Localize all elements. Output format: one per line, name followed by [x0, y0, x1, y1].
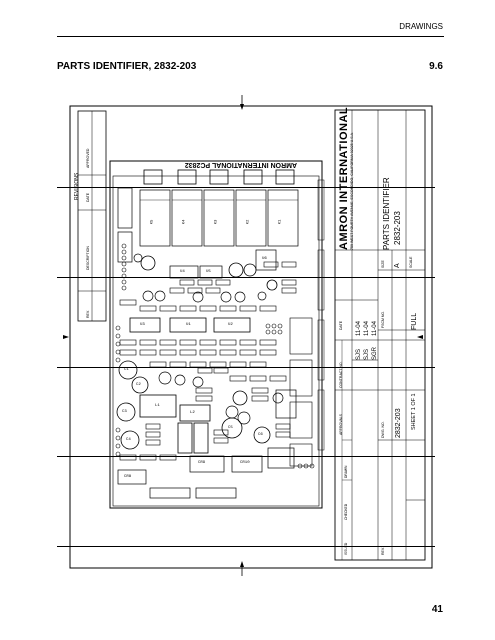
- date-label: DATE: [339, 320, 343, 330]
- component-label: K1: [278, 219, 283, 225]
- component-label: C2: [136, 383, 141, 387]
- separator-line: [57, 456, 435, 457]
- document-revision: 9.6: [429, 61, 443, 72]
- component-label: L2: [190, 411, 195, 415]
- revision-column-date: DATE: [86, 192, 90, 202]
- company-logo: AMRON INTERNATIONAL: [338, 106, 350, 250]
- fscm-label: FSCM NO.: [381, 310, 385, 328]
- center-mark-arrow: [240, 561, 244, 567]
- checked-name: SJS: [364, 348, 370, 360]
- component-label: K2: [246, 219, 251, 225]
- drawing-title: PARTS IDENTIFIER: [382, 177, 391, 250]
- component-label: U4: [180, 270, 185, 274]
- component-label: U1: [186, 323, 191, 327]
- header-rule: [57, 36, 444, 37]
- drawing-number-large: 2832-203: [393, 211, 402, 245]
- component-label: CR9: [198, 461, 206, 465]
- revision-column-rev: REV.: [86, 310, 90, 318]
- component-label: U6: [262, 257, 267, 261]
- center-mark-arrow: [63, 335, 69, 339]
- revision-column-description: DESCRIPTION: [86, 246, 90, 270]
- revisions-heading: REVISIONS: [74, 172, 80, 200]
- drawn-name: SJS: [356, 348, 362, 360]
- dwg-number-label: DWG. NO.: [381, 421, 385, 438]
- separator-line: [57, 546, 435, 547]
- component-label: U2: [228, 323, 233, 327]
- component-label: K3: [214, 219, 219, 225]
- page-title: PARTS IDENTIFIER, 2832-203: [57, 61, 197, 72]
- component-label: U5: [206, 270, 211, 274]
- scale-label: SCALE: [409, 256, 413, 268]
- checked-date: 11-04: [364, 321, 370, 336]
- size-value: A: [394, 263, 401, 268]
- scale-value: FULL: [411, 312, 418, 330]
- component-label: C5: [228, 426, 233, 430]
- sheet-value: SHEET 1 OF 1: [411, 393, 417, 430]
- separator-line: [57, 187, 435, 188]
- rev-label: REV.: [381, 547, 385, 555]
- approvals-label: APPROVALS: [339, 414, 343, 435]
- drawn-date: 11-04: [356, 321, 362, 336]
- center-mark-arrow: [240, 104, 244, 110]
- page-number: 41: [431, 604, 443, 615]
- dwg-number-value: 2832-203: [395, 408, 402, 438]
- separator-line: [57, 367, 435, 368]
- component-label: C6: [258, 433, 263, 437]
- component-label: L1: [155, 404, 160, 408]
- issued-name: SGR: [372, 346, 378, 360]
- component-label: K4: [182, 219, 187, 225]
- component-label: C4: [126, 438, 131, 442]
- component-label: CR8: [124, 475, 132, 479]
- issued-label: ISSUED: [344, 542, 348, 555]
- drawn-label: DRAWN: [344, 465, 348, 478]
- issued-date: 11-04: [372, 321, 378, 336]
- separator-line: [57, 277, 435, 278]
- component-label: CR10: [240, 461, 250, 465]
- component-label: C1: [124, 368, 129, 372]
- component-label: U3: [140, 323, 145, 327]
- revision-column-approved: APPROVED: [86, 148, 90, 168]
- component-label: C3: [122, 410, 127, 414]
- checked-label: CHECKED: [344, 503, 348, 520]
- contract-label: CONTRACT NO.: [339, 361, 343, 388]
- section-label: DRAWINGS: [399, 22, 443, 31]
- size-label: SIZE: [381, 260, 385, 268]
- board-label: AMRON INTERNATIONAL PC2832: [184, 161, 297, 168]
- center-mark-arrow: [417, 335, 423, 339]
- component-label: K5: [150, 219, 155, 225]
- company-address: 759 WEST FOURTH AVENUE, ESCONDIDO, CALIF…: [350, 131, 354, 250]
